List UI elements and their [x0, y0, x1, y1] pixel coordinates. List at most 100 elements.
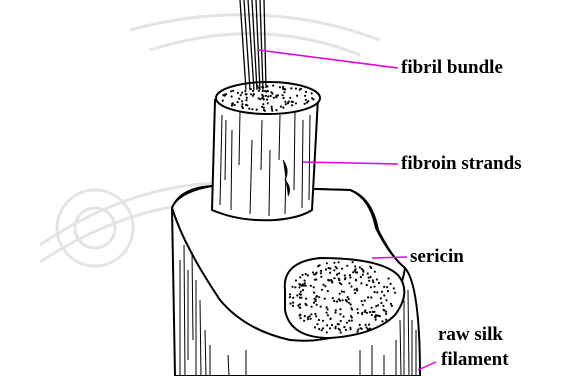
stipple-dot [338, 323, 340, 325]
stipple-dot [324, 298, 326, 300]
stipple-dot [284, 101, 286, 103]
stipple-dot [288, 101, 290, 103]
stipple-dot [305, 273, 307, 275]
stipple-dot [295, 88, 297, 90]
stipple-dot [304, 95, 306, 97]
stipple-dot [294, 286, 296, 288]
stipple-dot [359, 266, 361, 268]
stipple-dot [361, 313, 363, 315]
stipple-dot [352, 261, 354, 263]
stipple-dot [327, 314, 329, 316]
fibroin-strand-column [212, 82, 320, 220]
stipple-dot [301, 274, 303, 276]
stipple-dot [346, 322, 348, 324]
stipple-dot [267, 95, 269, 97]
stipple-dot [314, 300, 316, 302]
stipple-dot [275, 96, 277, 98]
stipple-dot [366, 312, 368, 314]
stipple-dot [262, 103, 264, 105]
stipple-dot [319, 264, 321, 266]
stipple-dot [340, 320, 342, 322]
stipple-dot [367, 272, 369, 274]
stipple-dot [331, 324, 333, 326]
stipple-dot [325, 268, 327, 270]
stipple-dot [360, 276, 362, 278]
label-raw-silk-line2: filament [441, 350, 509, 369]
stipple-dot [356, 331, 358, 333]
stipple-dot [354, 289, 356, 291]
stipple-dot [328, 279, 330, 281]
stipple-dot [321, 289, 323, 291]
stipple-dot [264, 110, 266, 112]
label-fibroin-strands: fibroin strands [401, 154, 522, 173]
stipple-dot [350, 328, 352, 330]
stipple-dot [298, 306, 300, 308]
stipple-dot [283, 97, 285, 99]
stipple-dot [241, 100, 243, 102]
stipple-dot [314, 279, 316, 281]
stipple-dot [348, 320, 350, 322]
stipple-dot [291, 101, 293, 103]
stipple-dot [383, 286, 385, 288]
stipple-dot [318, 319, 320, 321]
stipple-dot [326, 312, 328, 314]
stipple-dot [322, 320, 324, 322]
stipple-dot [338, 278, 340, 280]
stipple-dot [348, 298, 350, 300]
stipple-dot [313, 292, 315, 294]
stipple-dot [292, 286, 294, 288]
stipple-dot [261, 94, 263, 96]
stipple-dot [299, 314, 301, 316]
stipple-dot [305, 91, 307, 93]
stipple-dot [245, 99, 247, 101]
stipple-dot [282, 94, 284, 96]
stipple-dot [383, 309, 385, 311]
stipple-dot [304, 280, 306, 282]
stipple-dot [359, 324, 361, 326]
stipple-dot [315, 272, 317, 274]
stipple-dot [252, 95, 254, 97]
stipple-dot [346, 265, 348, 267]
stipple-dot [252, 90, 254, 92]
stipple-dot [333, 262, 335, 264]
stipple-dot [258, 90, 260, 92]
stipple-dot [329, 272, 331, 274]
stipple-dot [364, 300, 366, 302]
stipple-dot [370, 296, 372, 298]
stipple-dot [327, 290, 329, 292]
stipple-dot [289, 293, 291, 295]
stipple-dot [305, 298, 307, 300]
stipple-dot [297, 304, 299, 306]
stipple-dot [238, 98, 240, 100]
stipple-dot [302, 289, 304, 291]
stipple-dot [241, 92, 243, 94]
stipple-dot [266, 99, 268, 101]
stipple-dot [347, 296, 349, 298]
stipple-dot [338, 328, 340, 330]
stipple-dot [375, 319, 377, 321]
stipple-dot [335, 266, 337, 268]
stipple-dot [338, 272, 340, 274]
stipple-dot [339, 313, 341, 315]
stipple-dot [310, 313, 312, 315]
stipple-dot [329, 318, 331, 320]
stipple-dot [374, 291, 376, 293]
stipple-dot [361, 328, 363, 330]
stipple-dot [376, 278, 378, 280]
stipple-dot [313, 298, 315, 300]
stipple-dot [336, 301, 338, 303]
stipple-dot [316, 304, 318, 306]
stipple-dot [292, 305, 294, 307]
stipple-dot [270, 91, 272, 93]
stipple-dot [362, 269, 364, 271]
stipple-dot [248, 108, 250, 110]
stipple-dot [250, 93, 252, 95]
stipple-dot [326, 324, 328, 326]
stipple-dot [310, 285, 312, 287]
stipple-dot [369, 328, 371, 330]
stipple-dot [342, 299, 344, 301]
stipple-dot [256, 109, 258, 111]
stipple-dot [356, 289, 358, 291]
stipple-dot [343, 326, 345, 328]
stipple-dot [350, 315, 352, 317]
